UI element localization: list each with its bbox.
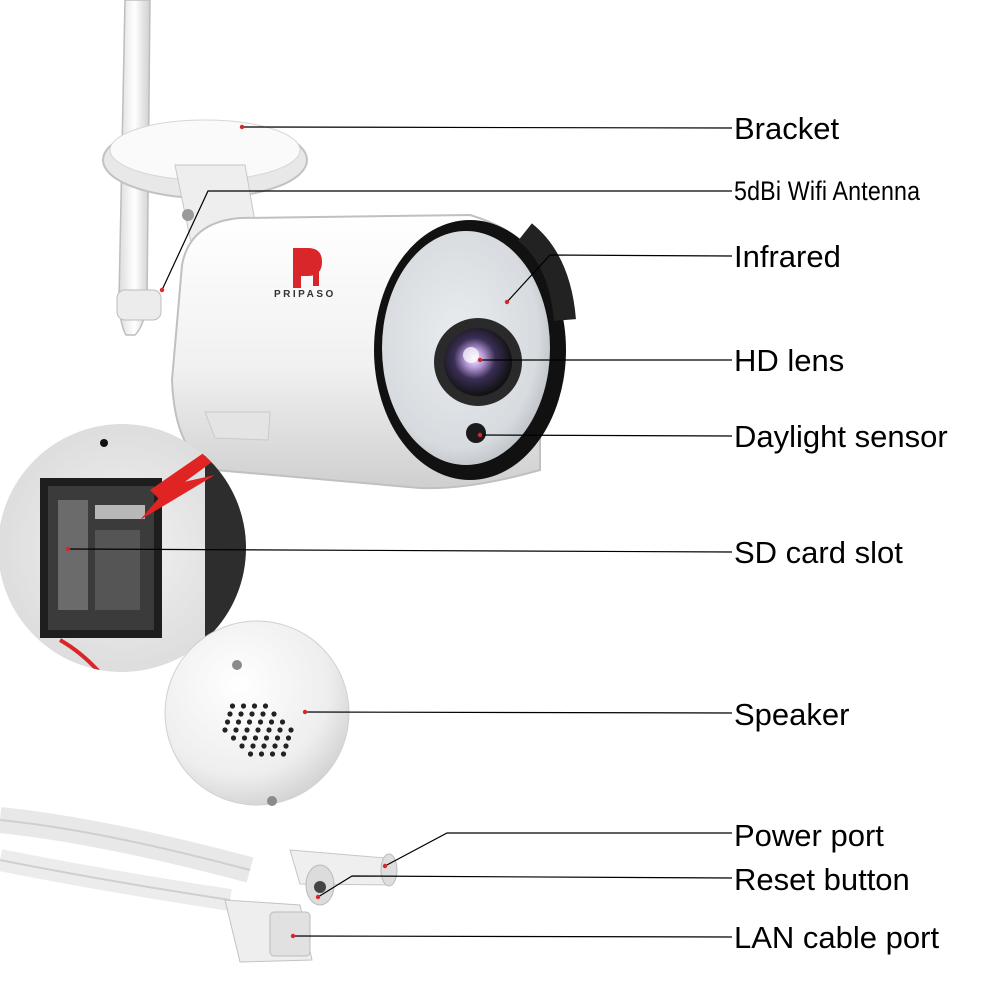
speaker-hole [262, 703, 269, 709]
pripaso-logo: PRIPASO [274, 248, 336, 300]
daylight-sensor-dot [466, 423, 486, 443]
speaker-hole [257, 719, 264, 725]
speaker-hole [246, 719, 253, 725]
speaker-hole [251, 703, 258, 709]
speaker-hole [261, 743, 267, 749]
speaker-hole [252, 735, 259, 741]
speaker-hole [271, 711, 277, 717]
speaker-hole [239, 743, 245, 749]
speaker-hole [272, 743, 278, 749]
speaker-hole [229, 703, 236, 709]
label-power-port: Power port [734, 818, 884, 853]
speaker-hole [288, 727, 294, 733]
label-speaker: Speaker [734, 697, 850, 732]
label-infrared: Infrared [734, 239, 841, 274]
speaker-hole [240, 703, 247, 709]
speaker-hole [255, 727, 261, 733]
speaker-hole [241, 735, 248, 741]
speaker-hole [238, 711, 244, 717]
callout-line-power-port [384, 832, 732, 867]
speaker-hole [230, 735, 237, 741]
speaker-hole [280, 751, 287, 757]
speaker-hole [268, 719, 275, 725]
speaker-hole [258, 751, 265, 757]
label-lan-cable-port: LAN cable port [734, 920, 940, 955]
speaker-hole [249, 711, 255, 717]
speaker-hole [283, 743, 289, 749]
speaker-hole [285, 735, 292, 741]
speaker-hole [222, 727, 228, 733]
speaker-hole [263, 735, 270, 741]
callout-line-infrared [506, 254, 733, 303]
speaker-hole [266, 727, 272, 733]
speaker-hole [227, 711, 233, 717]
speaker-hole [274, 735, 281, 741]
callout-line-sd-card-slot [67, 548, 733, 553]
callout-line-daylight-sensor [479, 434, 733, 437]
label-hd-lens: HD lens [734, 343, 845, 378]
speaker-hole [235, 719, 242, 725]
speaker-hole [233, 727, 239, 733]
speaker-hole [250, 743, 256, 749]
callout-line-lan-cable-port [292, 935, 733, 938]
speaker-hole [277, 727, 283, 733]
callout-lines [67, 126, 733, 938]
label-daylight-sensor: Daylight sensor [734, 419, 948, 454]
hd-lens [434, 318, 522, 406]
label-bracket: Bracket [734, 111, 840, 146]
speaker-hole [269, 751, 276, 757]
speaker-hole [279, 719, 286, 725]
logo-text: PRIPASO [274, 289, 336, 300]
cable-assembly [0, 807, 398, 963]
label-reset-button: Reset button [734, 862, 910, 897]
callout-dots [65, 124, 510, 939]
callout-line-antenna [161, 190, 732, 291]
speaker-hole [260, 711, 266, 717]
speaker-hole [224, 719, 231, 725]
callout-line-reset-button [317, 875, 733, 898]
label-sd-card-slot: SD card slot [734, 535, 903, 570]
callout-line-bracket [241, 126, 733, 129]
speaker-hole [247, 751, 254, 757]
speaker-grille [222, 703, 294, 757]
speaker-inset [164, 620, 350, 806]
speaker-hole [244, 727, 250, 733]
label-antenna: 5dBi Wifi Antenna [734, 176, 921, 206]
callout-line-speaker [304, 711, 733, 714]
